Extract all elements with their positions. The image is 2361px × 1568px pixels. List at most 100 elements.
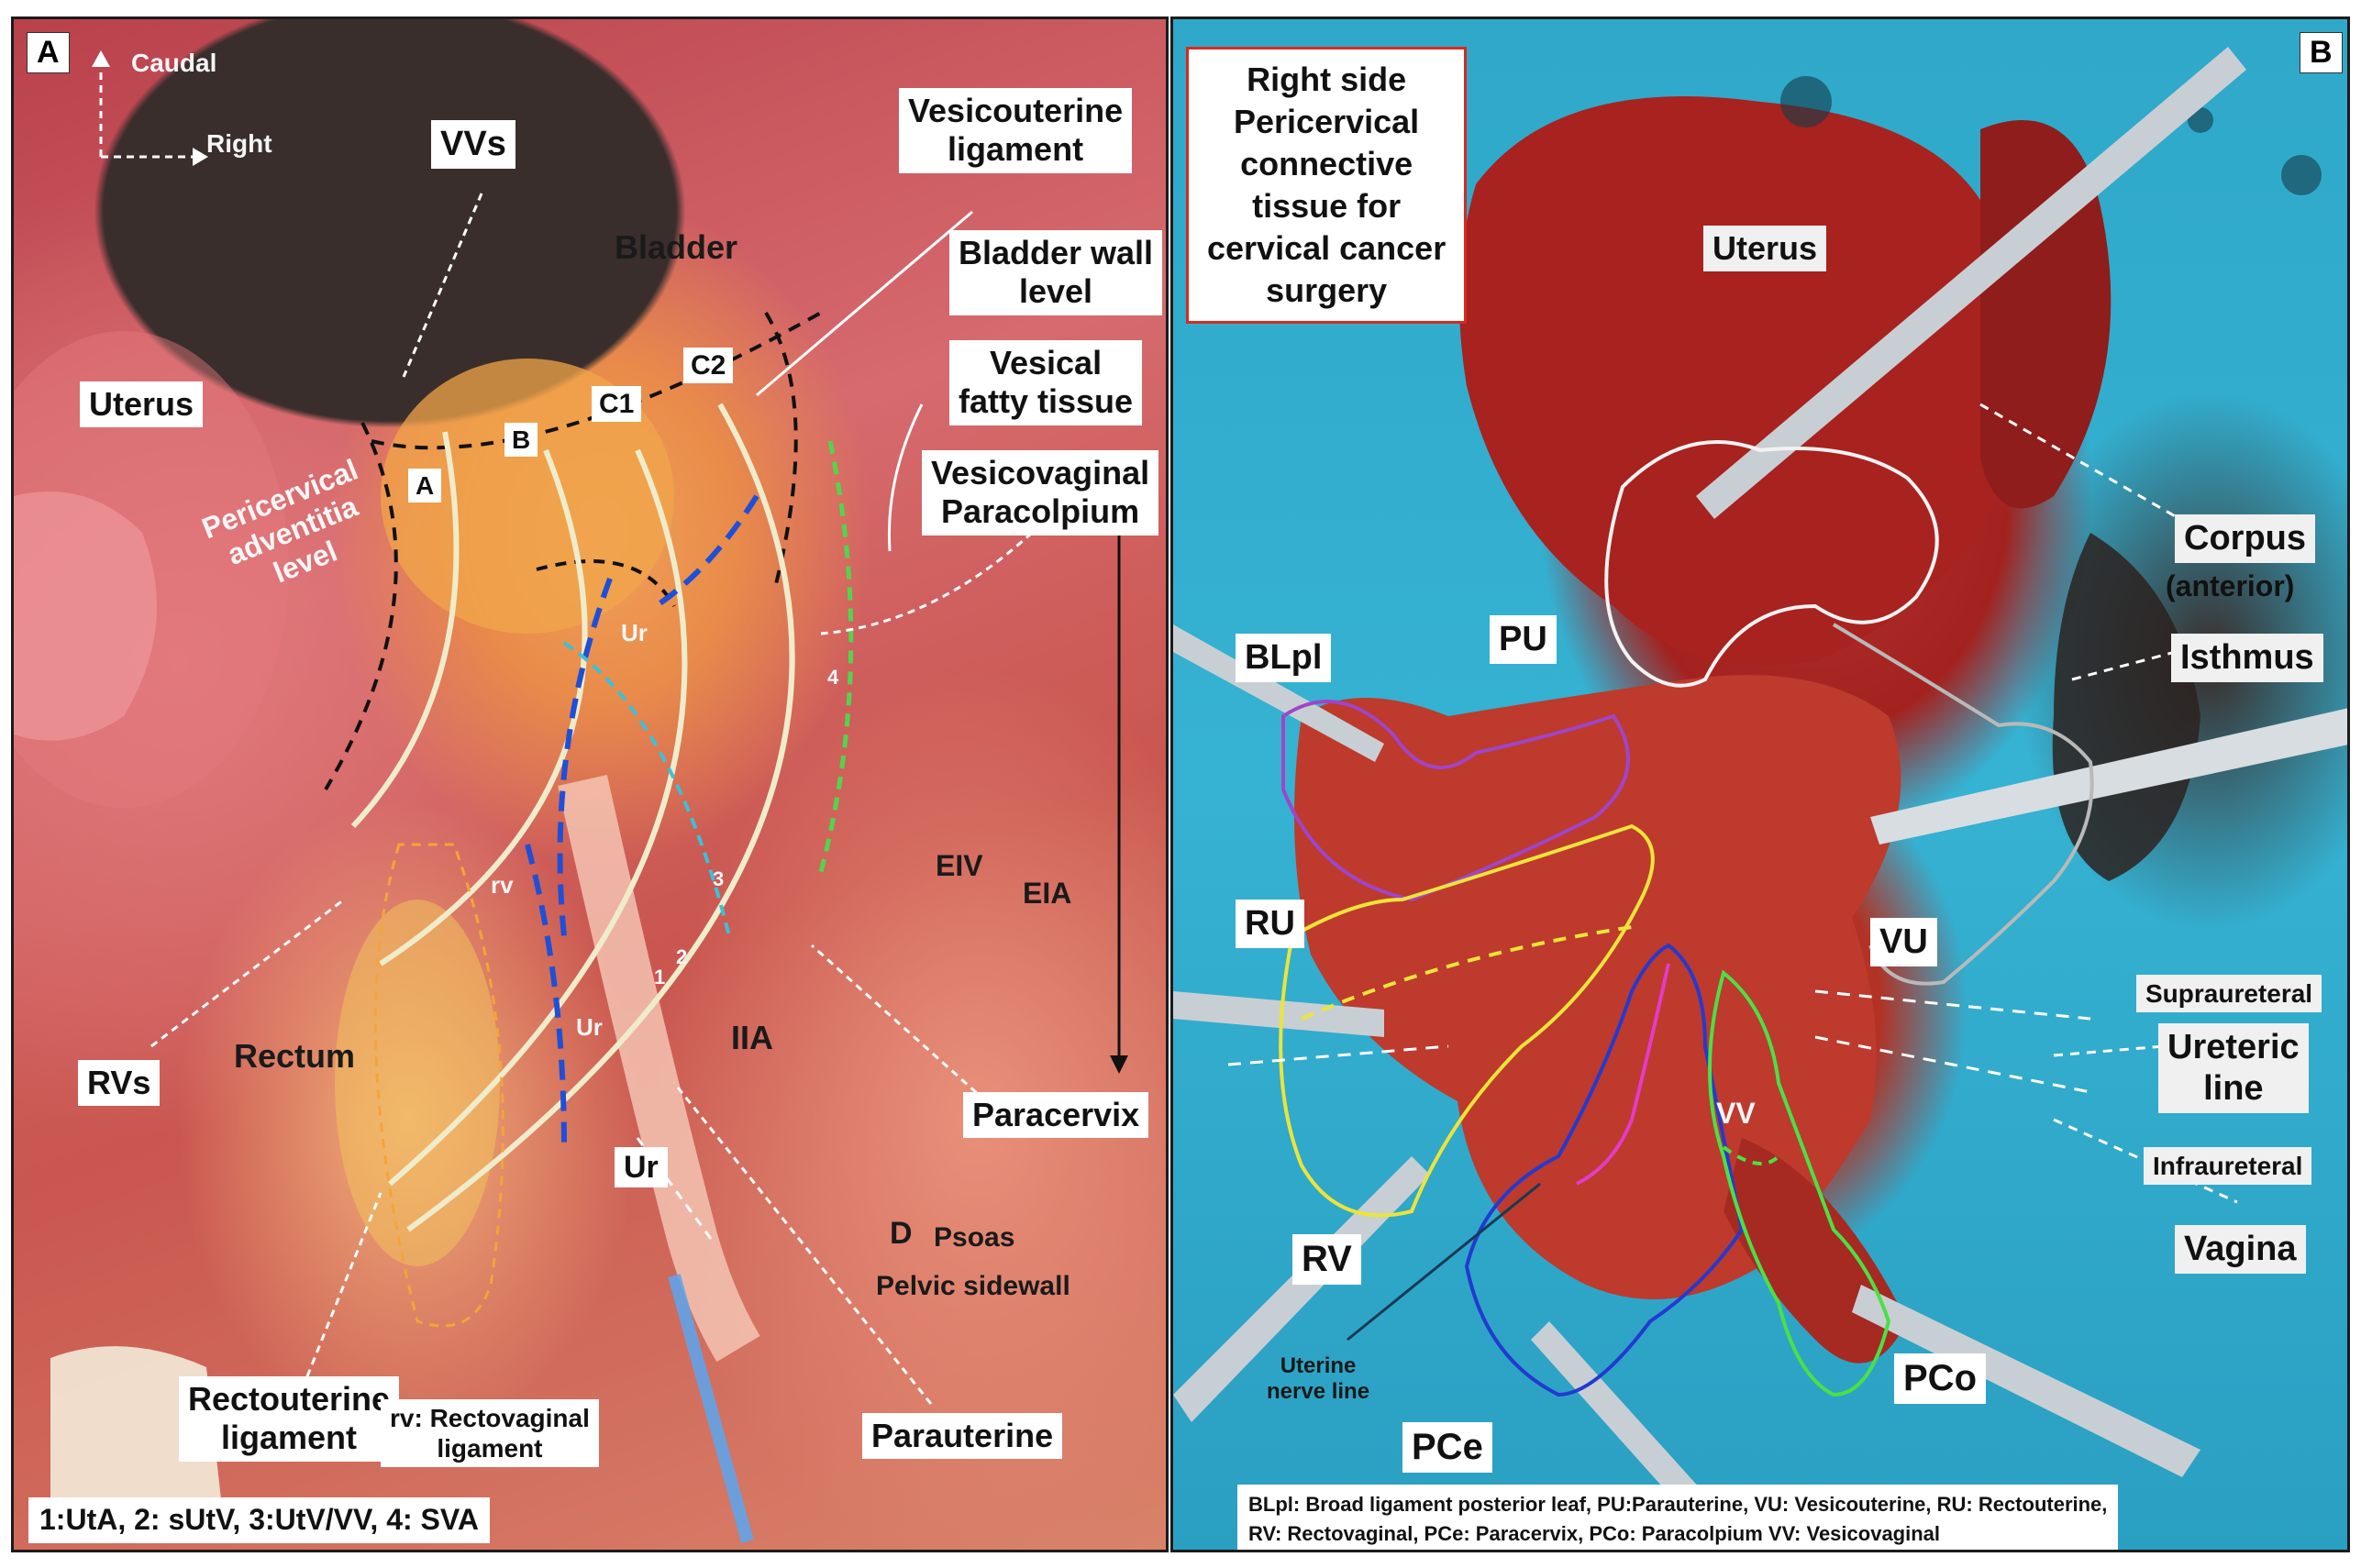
point-c1-label: C1 bbox=[592, 386, 642, 423]
vvs-label: VVs bbox=[431, 120, 515, 169]
blue-vessel-loop bbox=[668, 1274, 754, 1543]
num-2-label: 2 bbox=[676, 945, 688, 968]
iia-label: IIA bbox=[731, 1019, 774, 1056]
uterus-label-b: Uterus bbox=[1703, 226, 1827, 272]
pericervical-arc bbox=[324, 422, 398, 791]
rectouterine-line-1: Rectouterine bbox=[188, 1380, 391, 1418]
rv-label: RV bbox=[1292, 1234, 1361, 1286]
dark-spot-1 bbox=[1780, 76, 1832, 127]
green-dash-vessel bbox=[818, 440, 854, 873]
right-label: Right bbox=[206, 129, 272, 158]
ureter-blue-dash-top bbox=[654, 494, 759, 609]
num-1-label: 1 bbox=[654, 966, 666, 988]
rectouterine-pointer bbox=[305, 1192, 382, 1377]
supraureteral-label: Supraureteral bbox=[2136, 975, 2322, 1013]
uterine-nerve-line-2: nerve line bbox=[1267, 1378, 1370, 1404]
rectum-label: Rectum bbox=[234, 1037, 356, 1075]
ru-label: RU bbox=[1236, 900, 1304, 948]
supraureteral-dash bbox=[1814, 989, 2091, 1021]
rectouterine-orange-dash bbox=[373, 843, 504, 1328]
vu-outline-grey bbox=[1832, 623, 2094, 986]
uterus-right-lobe bbox=[1980, 120, 2112, 509]
parauterine-label-a: Parauterine bbox=[862, 1413, 1063, 1460]
bladder-wall-label: Bladder wall level bbox=[949, 230, 1163, 315]
rectouterine-label: Rectouterine ligament bbox=[179, 1376, 400, 1462]
panel-a-letter: A bbox=[27, 32, 70, 73]
num-3-label: 3 bbox=[713, 867, 725, 890]
bladder-label: Bladder bbox=[615, 228, 738, 266]
vesical-fatty-line-2: fatty tissue bbox=[959, 382, 1134, 421]
paracervix-white-dash bbox=[810, 944, 988, 1103]
uterus-label-a: Uterus bbox=[80, 381, 204, 428]
yellow-fat-cluster-2 bbox=[335, 900, 500, 1266]
pce-label: PCe bbox=[1402, 1422, 1492, 1474]
vagina-label: Vagina bbox=[2175, 1225, 2306, 1274]
title-line-2: Pericervical bbox=[1234, 103, 1420, 141]
anterior-label: (anterior) bbox=[2166, 569, 2295, 602]
ur-low-label: Ur bbox=[615, 1147, 668, 1188]
vesicouterine-pointer bbox=[756, 210, 973, 397]
ru-outline-yellow bbox=[1279, 823, 1655, 1218]
corpus-pointer bbox=[1979, 403, 2197, 530]
infraureteral-dash bbox=[1814, 1035, 2091, 1094]
bladder-wall-arc bbox=[371, 311, 822, 450]
title-line-3: connective bbox=[1240, 145, 1413, 183]
panel-b-annotation-overlay bbox=[1173, 47, 2347, 1550]
panel-b-footer-legend: BLpl: Broad ligament posterior leaf, PU:… bbox=[1237, 1485, 2119, 1550]
panel-a-annotation-overlay bbox=[14, 50, 1128, 1543]
pu-outline-white bbox=[1604, 440, 1939, 688]
blpl-outline-purple bbox=[1281, 700, 1630, 902]
point-b-label: B bbox=[504, 423, 538, 458]
uterine-nerve-line-1: Uterine bbox=[1280, 1353, 1357, 1378]
vv-outline-green bbox=[1708, 969, 1891, 1397]
panel-b-specimen-photo: Right side Pericervical connective tissu… bbox=[1170, 17, 2350, 1552]
clamp-left-lower bbox=[1173, 1156, 1430, 1422]
pce-outline-blue bbox=[1464, 943, 1745, 1397]
psoas-label: Psoas bbox=[934, 1222, 1015, 1253]
title-line-5: cervical cancer bbox=[1207, 229, 1447, 268]
ureteric-line-1: Ureteric bbox=[2167, 1028, 2300, 1066]
footer-line-1: BLpl: Broad ligament posterior leaf, PU:… bbox=[1248, 1493, 2108, 1516]
pu-label: PU bbox=[1490, 615, 1557, 664]
vv-dash-green bbox=[1722, 1145, 1780, 1165]
vu-label: VU bbox=[1870, 918, 1937, 966]
vesicovaginal-line-1: Vesicovaginal bbox=[931, 454, 1150, 491]
panel-b-letter: B bbox=[2300, 32, 2343, 73]
rectovaginal-line-1: rv: Rectovaginal bbox=[390, 1404, 590, 1432]
num-4-label: 4 bbox=[827, 666, 839, 689]
uterine-nerve-label: Uterine nerve line bbox=[1267, 1353, 1369, 1404]
vv-label: VV bbox=[1716, 1097, 1756, 1130]
clamp-left-upper bbox=[1173, 624, 1384, 762]
paracervix-label: Paracervix bbox=[963, 1092, 1149, 1139]
fatty-pointer bbox=[887, 403, 924, 552]
rv-small-label: rv bbox=[491, 871, 514, 899]
pelvic-sidewall-label: Pelvic sidewall bbox=[876, 1271, 1070, 1301]
point-a-label: A bbox=[408, 469, 442, 503]
uterine-nerve-pointer bbox=[1347, 1182, 1541, 1342]
panel-b-title-box: Right side Pericervical connective tissu… bbox=[1186, 47, 1468, 325]
eiv-label: EIV bbox=[936, 849, 983, 882]
point-d-label: D bbox=[890, 1216, 913, 1251]
vesicouterine-line-1: Vesicouterine bbox=[908, 92, 1124, 129]
bladder-wall-line-1: Bladder wall bbox=[959, 234, 1154, 271]
rvs-pointer bbox=[150, 898, 345, 1048]
ru-dash-yellow bbox=[1301, 925, 1633, 1021]
paracolpium-pointer bbox=[820, 531, 1034, 635]
ureteric-line-dash bbox=[1227, 1044, 1449, 1066]
ur-upper-label: Ur bbox=[621, 619, 648, 646]
vesicouterine-line-2: ligament bbox=[948, 130, 1084, 169]
footer-line-2: RV: Rectovaginal, PCe: Paracervix, PCo: … bbox=[1248, 1521, 1941, 1545]
parauterine-pointer bbox=[672, 1082, 933, 1405]
rectovaginal-line-2: ligament bbox=[437, 1434, 543, 1463]
ureter-cord bbox=[558, 775, 760, 1363]
panel-a-surgical-photo: A Caudal Right VVs Vesicouterine ligamen… bbox=[11, 17, 1169, 1552]
ureteric-line-label: Ureteric line bbox=[2158, 1023, 2309, 1113]
point-c2-label: C2 bbox=[683, 348, 734, 384]
cyan-dash-vessel bbox=[562, 641, 731, 937]
vesical-fatty-label: Vesical fatty tissue bbox=[949, 340, 1143, 425]
level-c1-curve bbox=[388, 448, 688, 1187]
rvs-label: RVs bbox=[78, 1060, 161, 1107]
caudal-arrowhead bbox=[92, 50, 110, 67]
ureteric-line-2: line bbox=[2203, 1068, 2264, 1108]
corpus-label: Corpus bbox=[2175, 514, 2315, 563]
